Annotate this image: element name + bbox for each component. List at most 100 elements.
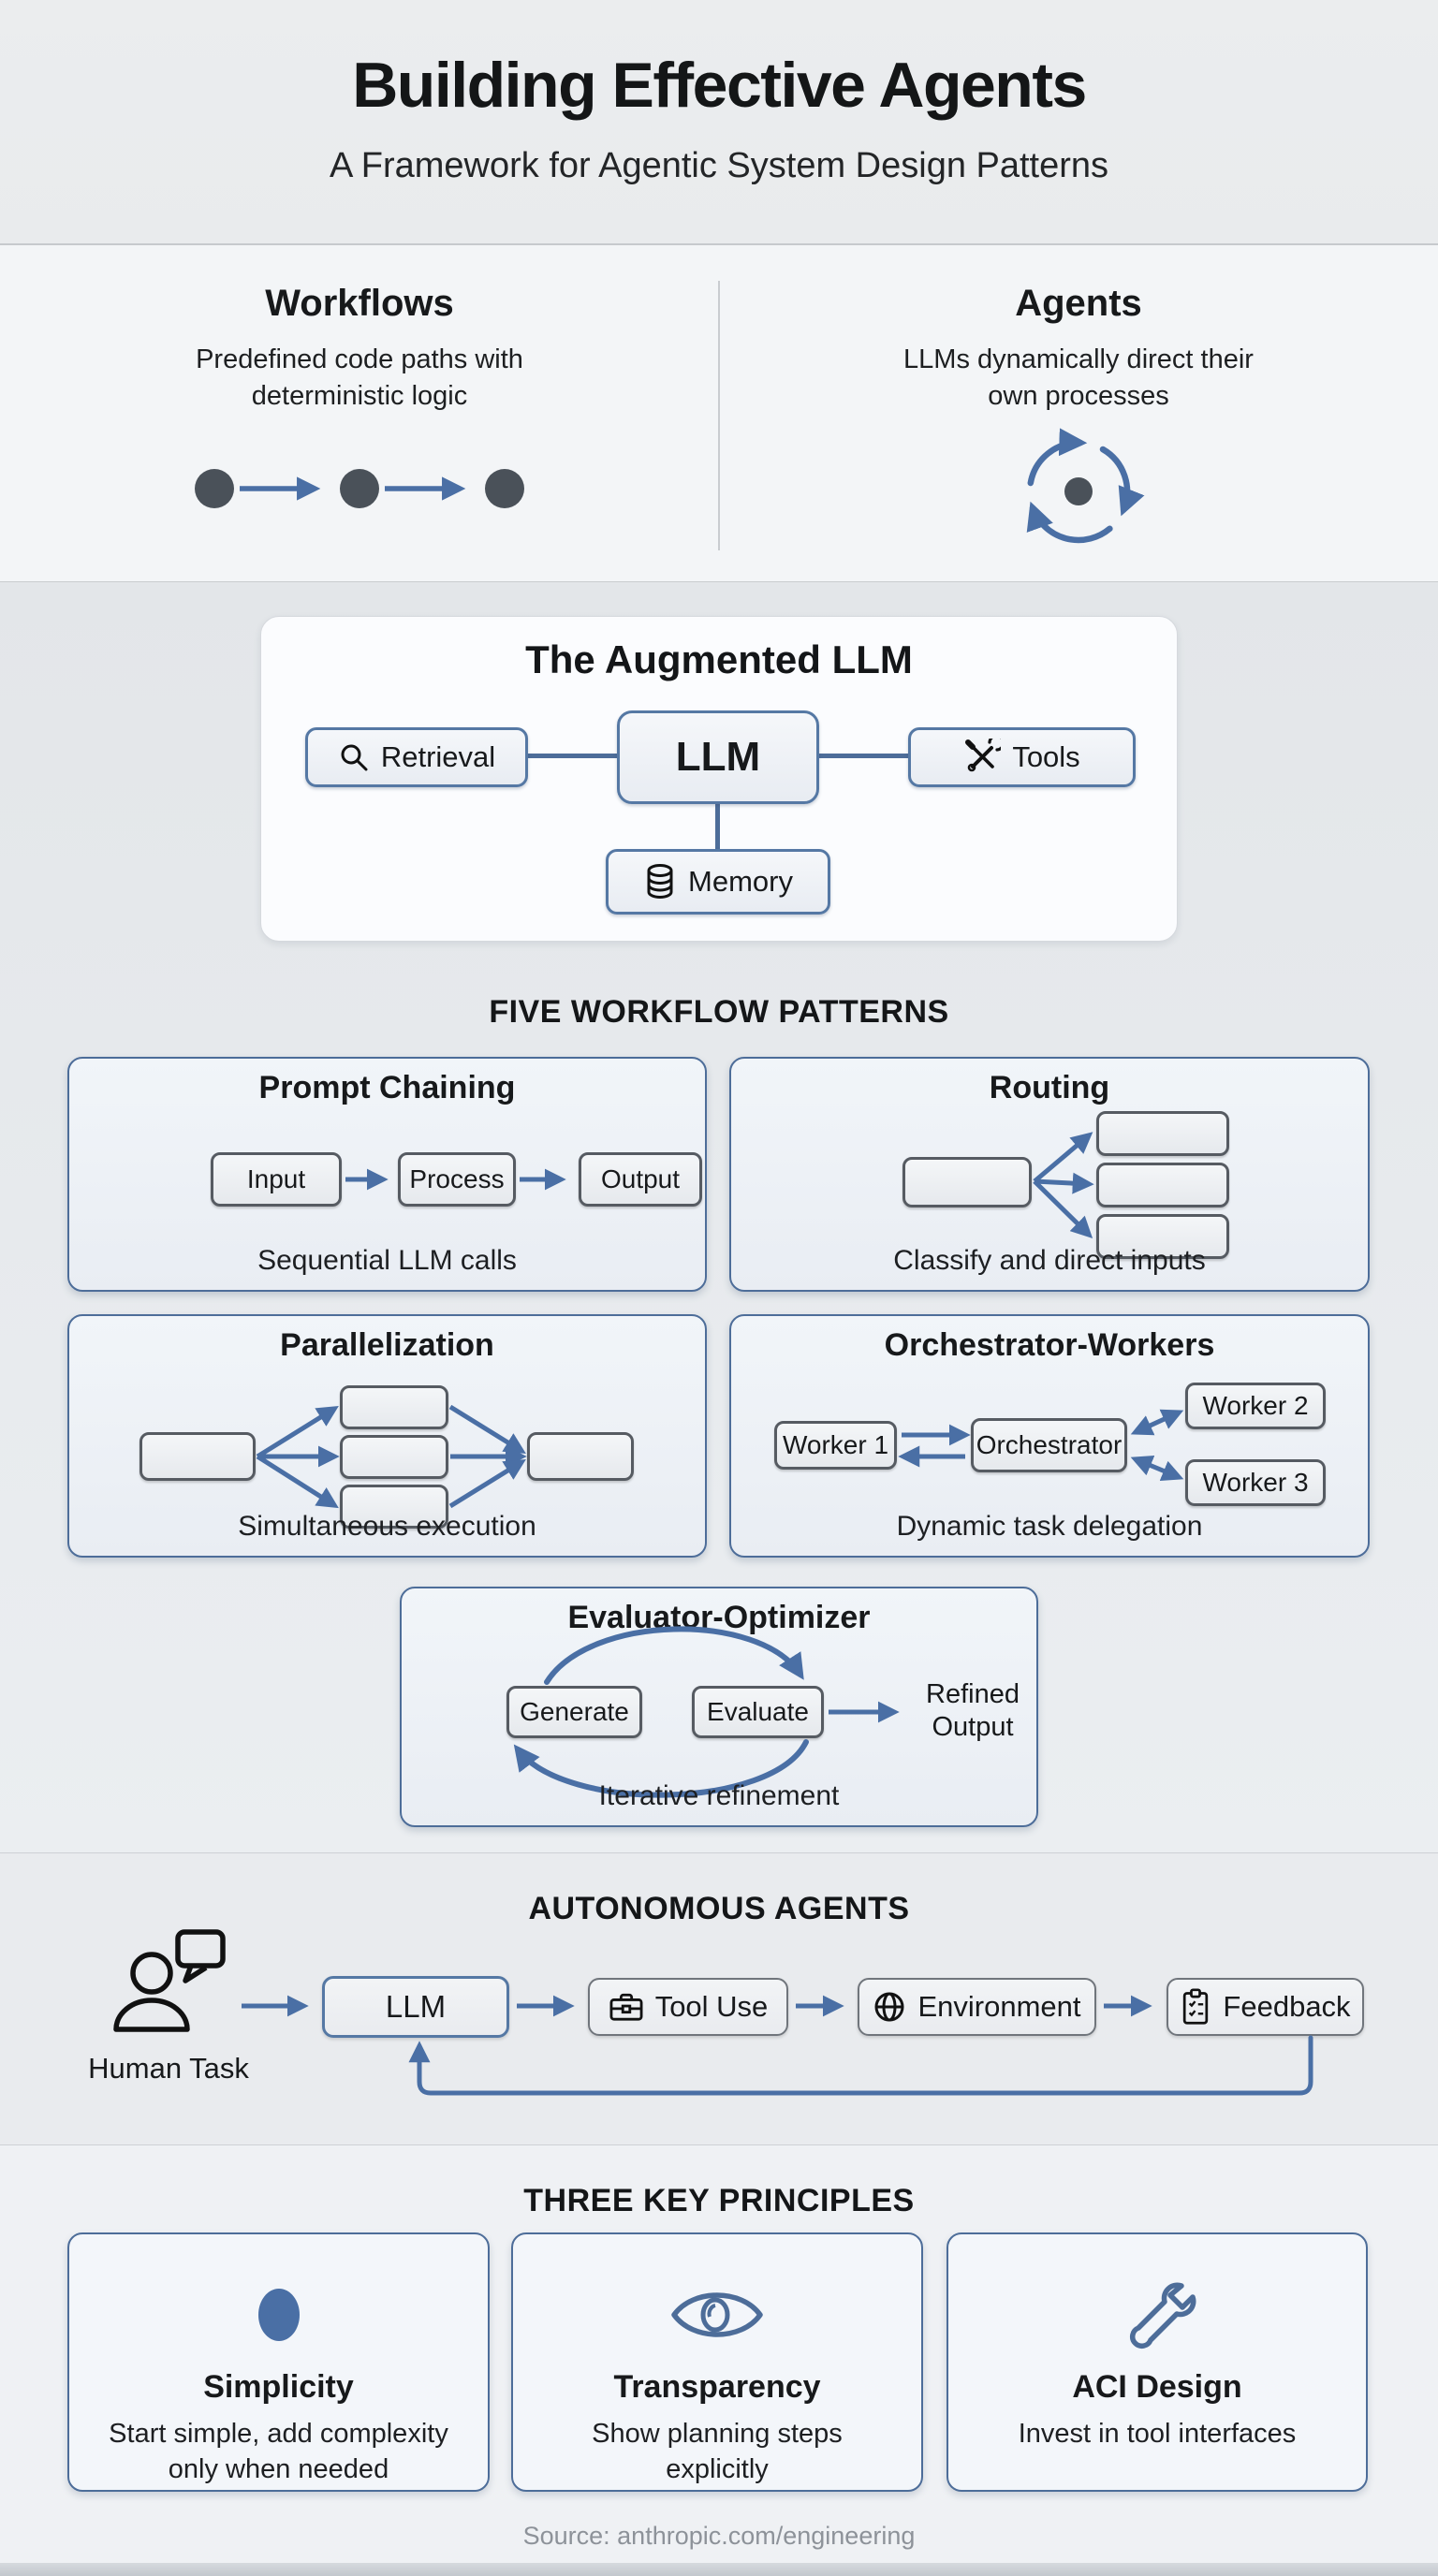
process-label: Process — [409, 1164, 505, 1193]
generate-box: Generate — [506, 1686, 642, 1738]
worker1-label: Worker 1 — [782, 1430, 889, 1459]
parallelization-arrows — [256, 1404, 527, 1509]
connector-retrieval-llm — [528, 754, 617, 758]
page-title: Building Effective Agents — [352, 50, 1087, 121]
retrieval-label: Retrieval — [380, 740, 496, 773]
parallel-source-box — [139, 1432, 256, 1481]
environment-box: Environment — [858, 1978, 1096, 2036]
parallelization-caption: Simultaneous execution — [238, 1511, 536, 1542]
aci-design-title: ACI Design — [1072, 2369, 1242, 2405]
page-subtitle: A Framework for Agentic System Design Pa… — [329, 146, 1109, 185]
orchestrator-box: Orchestrator — [971, 1418, 1127, 1472]
retrieval-node: Retrieval — [305, 727, 528, 787]
parallelization-card: Parallelization Simultaneous execution — [67, 1314, 707, 1558]
feedback-label: Feedback — [1223, 1990, 1351, 2023]
transparency-description: Show planning steps explicitly — [592, 2419, 843, 2484]
principles-heading: THREE KEY PRINCIPLES — [523, 2183, 915, 2218]
augmented-llm-card: The Augmented LLM Retrieval LLM — [260, 616, 1178, 942]
llm-label: LLM — [675, 734, 761, 780]
worker3-label: Worker 3 — [1202, 1468, 1309, 1497]
orchestrator-label: Orchestrator — [976, 1430, 1123, 1459]
workflows-description: Predefined code paths with deterministic… — [196, 344, 523, 412]
bottom-edge-band — [0, 2563, 1438, 2576]
parallel-sink-box — [527, 1432, 634, 1481]
tools-icon — [965, 739, 1002, 772]
orchestrator-workers-caption: Dynamic task delegation — [896, 1511, 1203, 1542]
routing-target-box-1 — [1096, 1111, 1229, 1156]
routing-source-box — [902, 1157, 1032, 1208]
aci-design-description: Invest in tool interfaces — [1018, 2419, 1297, 2449]
process-box: Process — [398, 1152, 516, 1207]
prompt-chaining-card: Prompt Chaining Input Process Output Seq… — [67, 1057, 707, 1292]
agents-heading: Agents — [1015, 283, 1142, 324]
dot-icon — [257, 2289, 300, 2341]
worker3-box: Worker 3 — [1185, 1459, 1326, 1506]
source-attribution: Source: anthropic.com/engineering — [522, 2522, 916, 2550]
person-task-icon — [113, 1929, 226, 2032]
prompt-chaining-caption: Sequential LLM calls — [257, 1245, 517, 1276]
routing-title: Routing — [989, 1070, 1110, 1105]
connector-llm-memory — [715, 804, 720, 849]
orchestrator-arrows — [898, 1409, 1184, 1482]
agent-llm-label: LLM — [385, 1989, 447, 2024]
tools-label: Tools — [1012, 740, 1080, 773]
arrow-human-llm — [242, 1995, 309, 2017]
parallel-branch-box-2 — [340, 1435, 448, 1479]
human-task-label: Human Task — [88, 2052, 249, 2085]
cycle-arrows-icon — [1026, 428, 1145, 544]
arrow-process-output — [520, 1168, 566, 1191]
input-label: Input — [246, 1164, 306, 1193]
workflows-column: Workflows Predefined code paths with det… — [0, 245, 719, 581]
workflow-dots-icon — [195, 469, 524, 509]
input-box: Input — [211, 1152, 342, 1207]
generate-label: Generate — [520, 1697, 629, 1726]
worker2-box: Worker 2 — [1185, 1383, 1326, 1429]
routing-target-box-3 — [1096, 1214, 1229, 1259]
tool-use-label: Tool Use — [654, 1990, 769, 2023]
header-section: Building Effective Agents A Framework fo… — [0, 0, 1438, 245]
evaluate-box: Evaluate — [692, 1686, 824, 1738]
patterns-section: The Augmented LLM Retrieval LLM — [0, 582, 1438, 1853]
patterns-heading: FIVE WORKFLOW PATTERNS — [489, 994, 949, 1030]
workflows-vs-agents-section: Workflows Predefined code paths with det… — [0, 245, 1438, 582]
orchestrator-workers-card: Orchestrator-Workers Worker 1 Orchestrat… — [729, 1314, 1370, 1558]
tools-node: Tools — [908, 727, 1136, 787]
arrow-tooluse-environment — [796, 1995, 844, 2017]
refined-output-label: Refined Output — [926, 1679, 1020, 1742]
worker2-label: Worker 2 — [1202, 1391, 1309, 1420]
evaluator-optimizer-card: Evaluator-Optimizer Generate Evaluate Re… — [400, 1587, 1038, 1827]
routing-card: Routing Classify and direct inputs — [729, 1057, 1370, 1292]
search-icon — [341, 744, 368, 771]
parallel-branch-box-1 — [340, 1385, 448, 1429]
environment-label: Environment — [917, 1990, 1081, 2023]
database-icon — [647, 864, 673, 899]
agents-description: LLMs dynamically direct their own proces… — [903, 344, 1254, 412]
connector-llm-tools — [819, 754, 908, 758]
routing-caption: Classify and direct inputs — [893, 1245, 1206, 1276]
routing-arrows — [1033, 1132, 1094, 1239]
simplicity-card: Simplicity Start simple, add complexity … — [67, 2232, 490, 2492]
evaluator-loop-arrows — [513, 1626, 900, 1798]
briefcase-icon — [609, 1993, 643, 2021]
feedback-box: Feedback — [1167, 1978, 1364, 2036]
principles-section: THREE KEY PRINCIPLES Simplicity Start si… — [0, 2145, 1438, 2563]
memory-label: Memory — [688, 865, 793, 898]
workflows-heading: Workflows — [265, 283, 454, 324]
simplicity-description: Start simple, add complexity only when n… — [109, 2419, 448, 2484]
routing-target-box-2 — [1096, 1163, 1229, 1208]
output-box: Output — [579, 1152, 702, 1207]
arrow-input-process — [345, 1168, 389, 1191]
simplicity-title: Simplicity — [203, 2369, 354, 2405]
arrow-environment-feedback — [1104, 1995, 1152, 2017]
llm-node: LLM — [617, 710, 819, 804]
parallelization-title: Parallelization — [280, 1327, 494, 1363]
column-divider — [718, 281, 720, 550]
orchestrator-workers-title: Orchestrator-Workers — [884, 1327, 1215, 1363]
arrow-llm-tooluse — [517, 1995, 575, 2017]
eye-icon — [671, 2292, 763, 2337]
feedback-loop-arrow — [408, 2035, 1313, 2096]
evaluator-optimizer-caption: Iterative refinement — [598, 1780, 840, 1811]
transparency-title: Transparency — [613, 2369, 821, 2405]
autonomous-agents-heading: AUTONOMOUS AGENTS — [528, 1891, 910, 1926]
